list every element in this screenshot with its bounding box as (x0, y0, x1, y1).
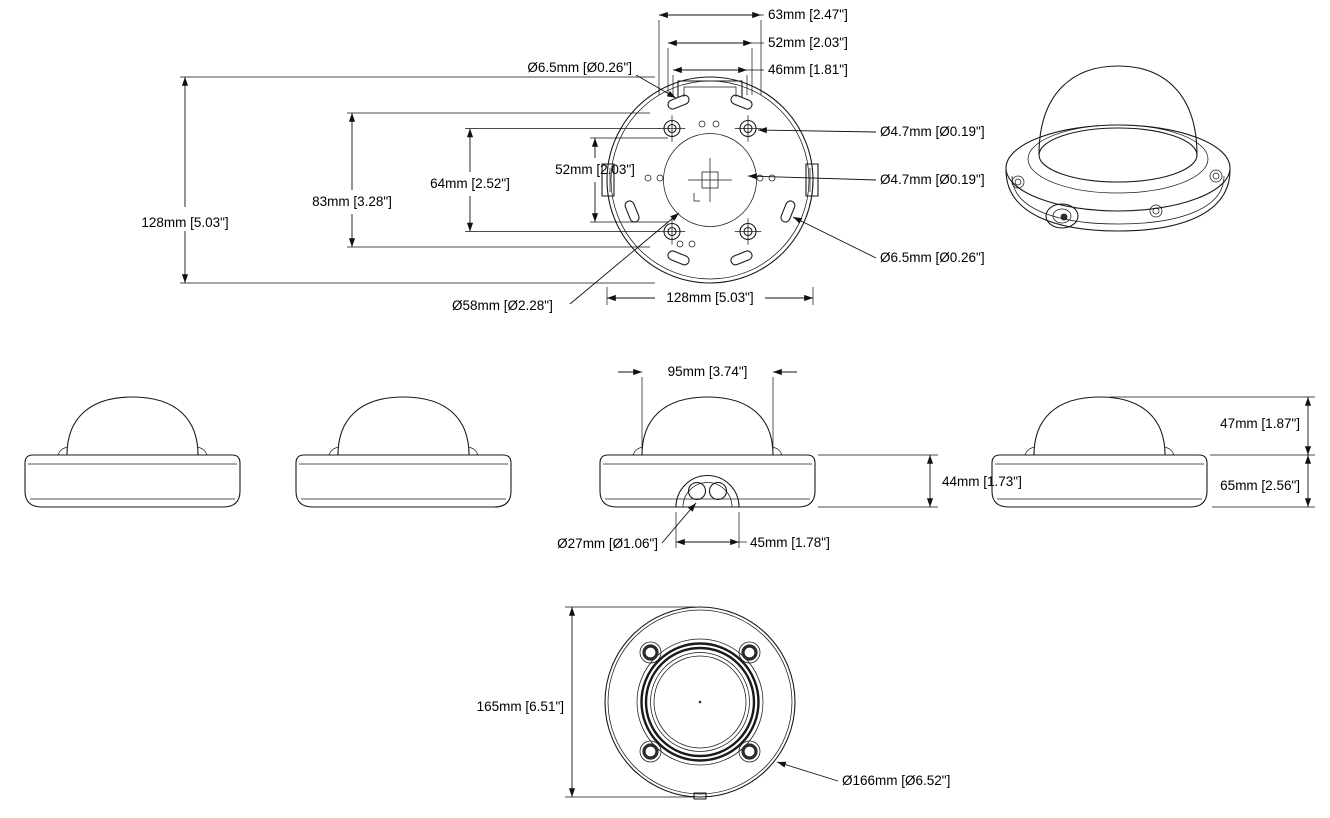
plate-dim-52-top-label: 52mm [2.03"] (768, 35, 848, 50)
front-view-dimensions: 95mm [3.74"] 44mm [1.73"] Ø27mm [Ø1.06"]… (557, 364, 1022, 551)
perspective-view (1005, 65, 1231, 232)
plate-dim-64-label: 64mm [2.52"] (430, 176, 510, 191)
plate-dim-46-label: 46mm [1.81"] (768, 62, 848, 77)
plate-dim-128-bottom-label: 128mm [5.03"] (666, 290, 753, 305)
screw-hole-top-right (734, 115, 762, 142)
top-view (604, 606, 796, 800)
side-view-1 (24, 396, 241, 508)
front-dim-44-label: 44mm [1.73"] (942, 474, 1022, 489)
plate-dia-4-7-lower-label: Ø4.7mm [Ø0.19"] (880, 172, 985, 187)
front-dia-27-label: Ø27mm [Ø1.06"] (557, 536, 658, 551)
screw-hole-top-left (658, 115, 686, 142)
side-dim-65-label: 65mm [2.56"] (1220, 478, 1300, 493)
top-view-dimensions: 165mm [6.51"] Ø166mm [Ø6.52"] (477, 606, 950, 798)
plate-dim-128-left-label: 128mm [5.03"] (141, 215, 228, 230)
plate-dim-52-left-label: 52mm [2.03"] (555, 162, 635, 177)
plate-dim-83-label: 83mm [3.28"] (312, 194, 392, 209)
plate-dia-6-5-left-label: Ø6.5mm [Ø0.26"] (527, 60, 632, 75)
screw-hole-bottom-left (658, 218, 686, 245)
cable-gland (1045, 203, 1079, 229)
plate-dia-4-7-upper-label: Ø4.7mm [Ø0.19"] (880, 124, 985, 139)
plate-dia-6-5-right-label: Ø6.5mm [Ø0.26"] (880, 250, 985, 265)
mounting-plate-view (601, 76, 819, 284)
front-view (599, 396, 816, 508)
side-view-4 (991, 396, 1208, 508)
plate-dia-58-label: Ø58mm [Ø2.28"] (452, 298, 553, 313)
screw-hole-bottom-right (734, 218, 762, 245)
side-view-2 (295, 396, 512, 508)
front-dim-95-label: 95mm [3.74"] (668, 364, 748, 379)
top-view-screws (639, 641, 761, 763)
side-dim-47-label: 47mm [1.87"] (1220, 416, 1300, 431)
plate-dim-63-label: 63mm [2.47"] (768, 7, 848, 22)
top-dia-166-label: Ø166mm [Ø6.52"] (842, 773, 950, 788)
side-view-4-dimensions: 47mm [1.87"] 65mm [2.56"] (1110, 396, 1315, 508)
mounting-plate-dimensions: 63mm [2.47"] 52mm [2.03"] 46mm [1.81"] 1… (141, 7, 984, 313)
front-dim-45-label: 45mm [1.78"] (750, 535, 830, 550)
top-dim-165-label: 165mm [6.51"] (477, 699, 564, 714)
